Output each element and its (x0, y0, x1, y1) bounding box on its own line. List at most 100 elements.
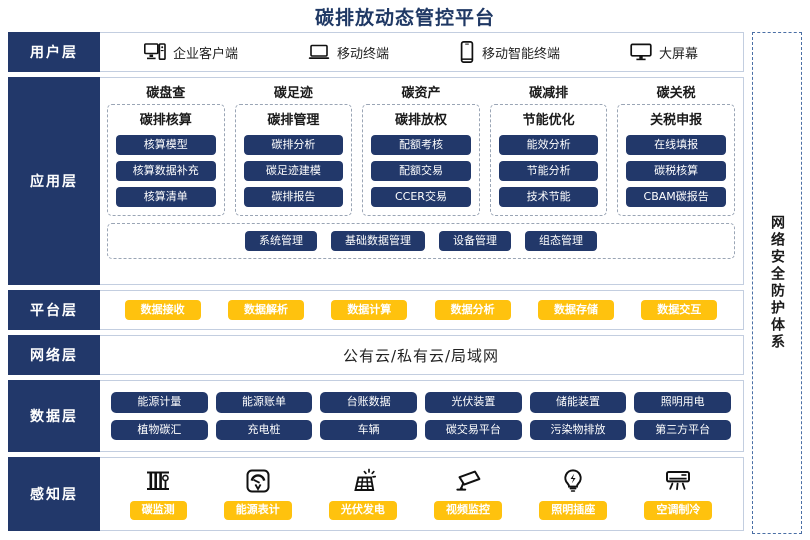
sense-item-air-conditioning[interactable]: 空调制冷 (644, 466, 713, 520)
platform-button-data-compute[interactable]: 数据计算 (331, 299, 408, 321)
sense-item-energy-meter[interactable]: 能源表计 (223, 466, 292, 520)
user-item-large-screen[interactable]: 大屏幕 (630, 43, 698, 62)
data-button-ledger-data[interactable]: 台账数据 (320, 392, 418, 413)
app-item-button[interactable]: 核算模型 (116, 135, 216, 156)
user-item-label: 企业客户端 (172, 46, 238, 62)
data-button-lighting-power[interactable]: 照明用电 (634, 392, 732, 413)
app-item-button[interactable]: 技术节能 (498, 187, 599, 208)
app-column-box: 节能优化 能效分析 节能分析 技术节能 (489, 104, 608, 217)
app-box-title: 关税申报 (650, 113, 703, 128)
data-button-storage-device[interactable]: 储能装置 (529, 392, 627, 413)
data-item-grid: 能源计量 能源账单 台账数据 光伏装置 储能装置 照明用电 植物碳汇 充电桩 车… (99, 386, 743, 445)
user-item-list: 企业客户端 移动终端 (99, 41, 743, 63)
platform-button-data-analysis[interactable]: 数据分析 (434, 299, 511, 321)
cctv-camera-icon (454, 466, 482, 496)
app-column-title: 碳资产 (401, 86, 441, 101)
app-item-button[interactable]: 核算清单 (116, 187, 216, 208)
diagram-body: 用户层 (0, 32, 810, 540)
sense-item-label: 能源表计 (223, 501, 292, 520)
user-item-mobile-terminal[interactable]: 移动终端 (308, 43, 389, 62)
application-column-list: 碳盘查 碳排核算 核算模型 核算数据补充 核算清单 碳足迹 (107, 82, 735, 217)
desktop-tower-icon (143, 43, 166, 61)
app-item-button[interactable]: 碳税核算 (626, 161, 726, 182)
app-item-button[interactable]: 碳排报告 (243, 187, 344, 208)
platform-button-data-parse[interactable]: 数据解析 (227, 299, 304, 321)
app-column-box: 碳排核算 核算模型 核算数据补充 核算清单 (107, 104, 225, 217)
data-row: 植物碳汇 充电桩 车辆 碳交易平台 污染物排放 第三方平台 (111, 419, 732, 440)
app-column-carbon-asset: 碳资产 碳排放权 配额考核 配额交易 CCER交易 (362, 82, 480, 217)
layer-data: 数据层 能源计量 能源账单 台账数据 光伏装置 储能装置 照明用电 植物碳汇 (8, 380, 744, 452)
app-bottom-button-configuration-management[interactable]: 组态管理 (525, 231, 597, 252)
layer-application: 应用层 碳盘查 碳排核算 核算模型 核算数据补充 核算清单 (8, 77, 744, 285)
user-item-smart-mobile-terminal[interactable]: 移动智能终端 (459, 41, 560, 63)
data-button-plant-carbon-sink[interactable]: 植物碳汇 (111, 419, 208, 440)
layer-stack: 用户层 (8, 32, 744, 534)
sense-item-lighting-socket[interactable]: 照明插座 (539, 466, 608, 520)
app-column-box: 关税申报 在线填报 碳税核算 CBAM碳报告 (617, 104, 735, 217)
sense-item-label: 照明插座 (539, 501, 608, 520)
monitor-icon (630, 43, 652, 61)
layer-sense: 感知层 (8, 457, 744, 531)
app-item-button[interactable]: 碳排分析 (243, 135, 344, 156)
layer-platform: 平台层 数据接收 数据解析 数据计算 数据分析 数据存储 数据交互 (8, 290, 744, 330)
sense-item-video-surveillance[interactable]: 视频监控 (434, 466, 503, 520)
app-bottom-button-basic-data-management[interactable]: 基础数据管理 (331, 231, 425, 252)
app-item-button[interactable]: 节能分析 (498, 161, 599, 182)
app-column-box: 碳排放权 配额考核 配额交易 CCER交易 (362, 104, 480, 217)
layer-platform-content: 数据接收 数据解析 数据计算 数据分析 数据存储 数据交互 (99, 291, 743, 329)
user-item-label: 大屏幕 (658, 46, 698, 62)
application-inner: 碳盘查 碳排核算 核算模型 核算数据补充 核算清单 碳足迹 (99, 78, 743, 284)
data-button-energy-metering[interactable]: 能源计量 (111, 392, 208, 413)
user-item-label: 移动智能终端 (481, 46, 560, 62)
layer-application-content: 碳盘查 碳排核算 核算模型 核算数据补充 核算清单 碳足迹 (99, 78, 743, 284)
app-column-box: 碳排管理 碳排分析 碳足迹建模 碳排报告 (234, 104, 353, 217)
smartphone-icon (459, 41, 475, 63)
app-item-button[interactable]: 在线填报 (626, 135, 726, 156)
network-description: 公有云/私有云/局域网 (342, 346, 500, 365)
app-column-title: 碳足迹 (273, 86, 313, 101)
data-button-third-party-platform[interactable]: 第三方平台 (634, 419, 732, 440)
platform-button-data-storage[interactable]: 数据存储 (537, 299, 614, 321)
data-button-energy-bill[interactable]: 能源账单 (215, 392, 313, 413)
layer-network-content: 公有云/私有云/局域网 (99, 336, 743, 374)
security-system-label: 网络安全防护体系 (769, 215, 785, 351)
app-bottom-button-device-management[interactable]: 设备管理 (439, 231, 511, 252)
user-item-enterprise-client[interactable]: 企业客户端 (143, 43, 238, 62)
sense-item-list: 碳监测 能源表计 (99, 460, 743, 527)
laptop-icon (308, 43, 330, 61)
app-column-title: 碳关税 (656, 86, 696, 101)
user-item-label: 移动终端 (336, 46, 389, 62)
platform-item-list: 数据接收 数据解析 数据计算 数据分析 数据存储 数据交互 (99, 299, 743, 321)
app-column-title: 碳盘查 (146, 86, 186, 101)
app-item-button[interactable]: 碳足迹建模 (243, 161, 344, 182)
sense-item-pv-generation[interactable]: 光伏发电 (328, 466, 397, 520)
app-column-carbon-footprint: 碳足迹 碳排管理 碳排分析 碳足迹建模 碳排报告 (234, 82, 353, 217)
layer-user-content: 企业客户端 移动终端 (99, 33, 743, 71)
security-system-band: 网络安全防护体系 (752, 32, 802, 534)
app-item-button[interactable]: 核算数据补充 (116, 161, 216, 182)
application-bottom-bar: 系统管理 基础数据管理 设备管理 组态管理 (107, 223, 735, 260)
app-column-carbon-tariff: 碳关税 关税申报 在线填报 碳税核算 CBAM碳报告 (617, 82, 735, 217)
app-item-button[interactable]: CCER交易 (371, 187, 471, 208)
layer-application-label: 应用层 (8, 77, 100, 285)
data-button-carbon-trading-platform[interactable]: 碳交易平台 (425, 419, 522, 440)
app-item-button[interactable]: 配额考核 (371, 135, 471, 156)
app-bottom-button-system-management[interactable]: 系统管理 (245, 231, 317, 252)
solar-panel-icon (349, 466, 377, 496)
platform-button-data-exchange[interactable]: 数据交互 (641, 299, 718, 321)
layer-user-label: 用户层 (8, 32, 100, 72)
app-box-title: 碳排放权 (394, 113, 447, 128)
app-item-button[interactable]: 能效分析 (498, 135, 599, 156)
layer-data-label: 数据层 (8, 380, 100, 452)
app-item-button[interactable]: CBAM碳报告 (626, 187, 726, 208)
data-button-charging-pile[interactable]: 充电桩 (215, 419, 313, 440)
platform-button-data-receive[interactable]: 数据接收 (124, 299, 201, 321)
data-button-vehicle[interactable]: 车辆 (320, 419, 418, 440)
page-title: 碳排放动态管控平台 (314, 7, 495, 29)
app-column-carbon-inventory: 碳盘查 碳排核算 核算模型 核算数据补充 核算清单 (107, 82, 225, 217)
data-button-pv-device[interactable]: 光伏装置 (425, 392, 522, 413)
app-item-button[interactable]: 配额交易 (371, 161, 471, 182)
layer-sense-label: 感知层 (8, 457, 100, 531)
sense-item-carbon-monitoring[interactable]: 碳监测 (129, 466, 187, 520)
data-button-pollutant-emission[interactable]: 污染物排放 (529, 419, 627, 440)
